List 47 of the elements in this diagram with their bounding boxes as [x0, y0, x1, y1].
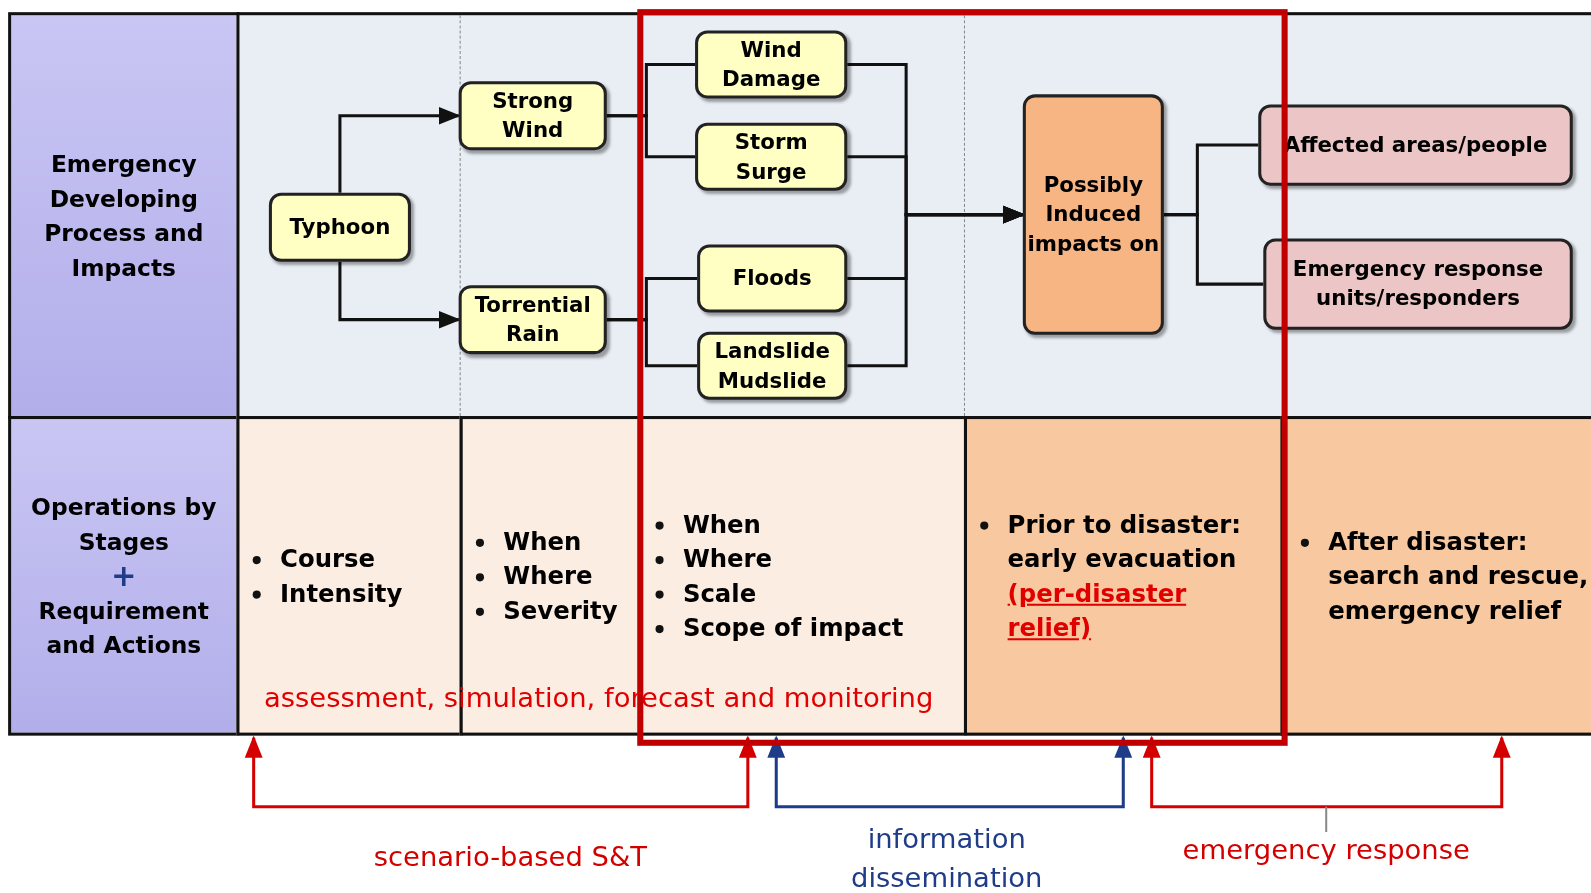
- table-cell: [1280, 416, 1591, 736]
- bracket-arrow: [1142, 735, 1511, 809]
- node-label: Typhoon: [289, 213, 391, 241]
- list-item: Severity: [503, 596, 618, 625]
- edge-label: emergency response: [1182, 834, 1470, 866]
- list-item: When: [682, 509, 761, 539]
- node-label: Possibly Induced impacts on: [1026, 171, 1161, 258]
- node-label: Storm Surge: [733, 128, 809, 186]
- list-item: When: [503, 527, 582, 556]
- connector-line: [1163, 213, 1264, 286]
- node-label: Operations by Stages: [30, 492, 218, 557]
- process-box: [458, 285, 607, 355]
- connector-line: [606, 318, 698, 368]
- process-box: [697, 331, 848, 400]
- list-item: After disaster: search and rescue, emergency relief: [1328, 527, 1589, 625]
- arrow: [338, 261, 461, 329]
- node-label: Requirement and Actions: [37, 596, 210, 661]
- arrow: [338, 106, 461, 193]
- process-box: [1263, 238, 1573, 330]
- link-text: (per-disaster relief): [1007, 577, 1188, 644]
- list-item: Intensity: [280, 578, 403, 608]
- list-item: Prior to disaster: early evacuation: [1007, 508, 1242, 575]
- bracket-arrow: [767, 735, 1133, 809]
- process-box: [1258, 104, 1573, 186]
- node-label: Landslide Mudslide: [713, 337, 831, 395]
- edge-label: information dissemination: [850, 821, 1044, 893]
- list-item: Scope of impact: [682, 613, 904, 642]
- process-box: [697, 244, 848, 313]
- node-label: Wind Damage: [721, 36, 822, 93]
- node-label: Emergency response units/responders: [1291, 255, 1545, 313]
- node-label: Emergency Developing Process and Impacts: [43, 149, 205, 283]
- edge-label: scenario-based S&T: [373, 840, 648, 872]
- list-item: Scale: [682, 578, 757, 608]
- process-box: [695, 122, 848, 191]
- list-item: Course: [280, 544, 376, 573]
- node-label: Torrential Rain: [473, 291, 592, 348]
- process-box: [695, 30, 848, 99]
- node-label: Floods: [732, 264, 812, 293]
- process-box: [458, 81, 607, 151]
- bracket-arrow: [244, 735, 757, 809]
- plus-sign: +: [110, 558, 138, 594]
- process-box: [1022, 94, 1164, 335]
- process-box: [268, 192, 411, 262]
- list-item: Where: [682, 544, 773, 573]
- node-label: Strong Wind: [491, 87, 575, 145]
- connector-line: [606, 114, 696, 159]
- list-item: Where: [503, 561, 593, 591]
